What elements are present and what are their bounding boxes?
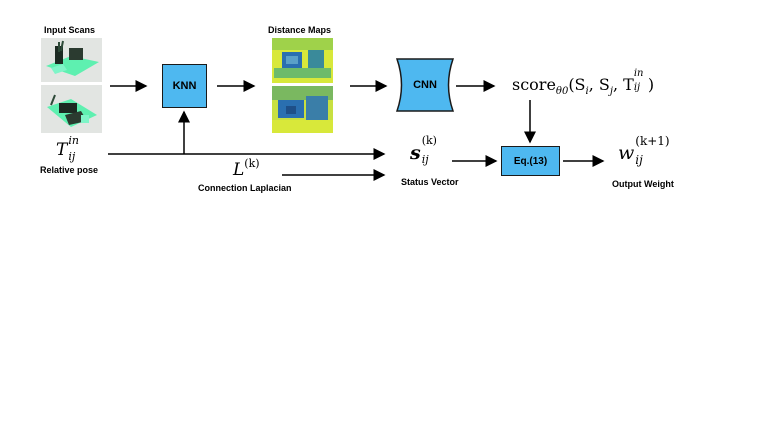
input-scan-image-1	[41, 38, 102, 82]
input-scans-label: Input Scans	[44, 25, 96, 35]
output-weight-symbol: w(k+1)ij	[618, 134, 670, 167]
eq13-box: Eq.(13)	[501, 146, 560, 176]
input-scan-image-2	[41, 85, 102, 133]
distance-map-image-2	[272, 86, 333, 133]
status-vector-label: Status Vector	[401, 177, 459, 187]
distance-maps-label: Distance Maps	[268, 25, 332, 35]
laplacian-symbol: L(k)	[233, 157, 260, 180]
output-weight-label: Output Weight	[612, 179, 674, 189]
distance-map-image-1	[272, 38, 333, 83]
status-vector-symbol: s(k)ij	[410, 134, 437, 166]
cnn-box-label: CNN	[413, 79, 437, 91]
knn-box: KNN	[162, 64, 207, 108]
cnn-box-shape	[396, 58, 454, 112]
relative-pose-label: Relative pose	[40, 165, 99, 175]
connection-laplacian-label: Connection Laplacian	[198, 183, 292, 193]
